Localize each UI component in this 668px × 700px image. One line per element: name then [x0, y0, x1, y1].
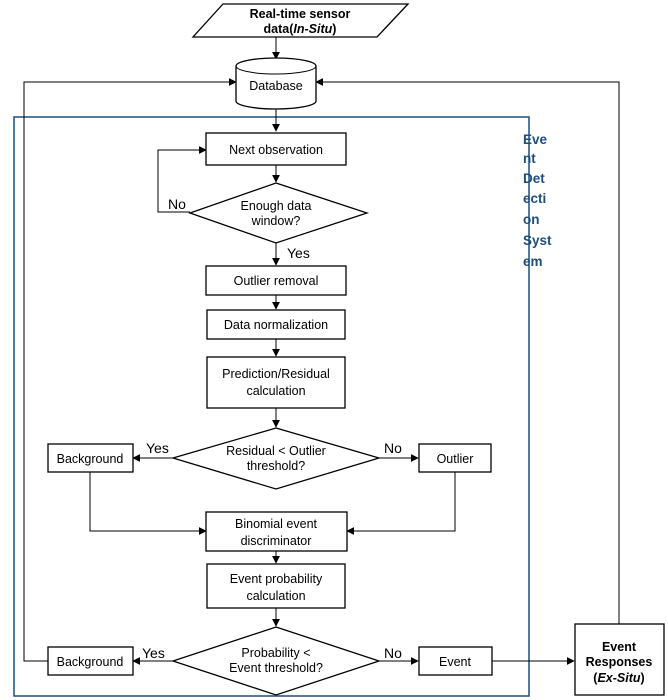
outlier-removal-label: Outlier removal — [234, 274, 319, 288]
node-event-responses: Event Responses (Ex-Situ) — [574, 623, 665, 696]
outlier-label: Outlier — [437, 452, 474, 466]
edge-labels: No Yes Yes No Yes No — [142, 196, 402, 661]
edge-label-yes-background-2: Yes — [142, 645, 165, 661]
arrow-event-responses-to-database — [315, 78, 620, 624]
event-detection-system-title: Eve nt Det ecti on Syst em — [523, 132, 552, 269]
normalization-label: Data normalization — [224, 318, 328, 332]
enough-data-line1: Enough data — [241, 199, 312, 213]
node-sensor-data: Real-time sensor data(In-Situ) — [191, 3, 410, 38]
system-title-line: Eve — [523, 132, 548, 147]
event-responses-line1: Event — [602, 640, 637, 654]
system-title-line: Det — [523, 171, 545, 186]
node-probability-decision: Probability < Event threshold? — [170, 626, 382, 696]
node-database: Database — [235, 57, 317, 110]
connectors — [23, 37, 620, 665]
next-observation-label: Next observation — [229, 143, 323, 157]
node-outlier: Outlier — [418, 443, 492, 473]
node-background-2: Background — [47, 646, 134, 676]
node-background-1: Background — [47, 443, 134, 473]
event-probability-line2: calculation — [246, 589, 305, 603]
probability-line2: Event threshold? — [229, 661, 323, 675]
edge-label-no-event: No — [384, 645, 402, 661]
node-outlier-removal: Outlier removal — [205, 265, 347, 296]
event-detection-system-boundary — [13, 116, 530, 697]
arrow-background-1-to-binomial — [89, 472, 207, 535]
node-data-normalization: Data normalization — [206, 309, 346, 340]
event-responses-line3: (Ex-Situ) — [593, 671, 644, 685]
edge-label-no-outlier: No — [384, 440, 402, 456]
system-title-line: ecti — [523, 191, 546, 206]
residual-line1: Residual < Outlier — [226, 444, 326, 458]
system-title-line: Syst — [523, 233, 552, 248]
probability-line1: Probability < — [241, 646, 310, 660]
node-event-probability: Event probability calculation — [206, 563, 346, 609]
system-title-line: on — [523, 212, 540, 227]
edge-label-yes-continue: Yes — [287, 245, 310, 261]
node-residual-decision: Residual < Outlier threshold? — [170, 427, 382, 490]
node-event: Event — [418, 646, 493, 676]
edge-label-yes-background-1: Yes — [146, 440, 169, 456]
system-title-line: em — [523, 254, 543, 269]
database-label: Database — [249, 79, 303, 93]
residual-line2: threshold? — [247, 459, 305, 473]
node-prediction-residual: Prediction/Residual calculation — [206, 356, 346, 409]
arrow-outlier-to-binomial — [346, 472, 456, 535]
background-2-label: Background — [57, 655, 124, 669]
sensor-label-line1: Real-time sensor — [250, 7, 351, 21]
node-binomial-discriminator: Binomial event discriminator — [205, 511, 348, 552]
event-probability-line1: Event probability — [230, 572, 323, 586]
node-next-observation: Next observation — [205, 132, 347, 166]
binomial-line2: discriminator — [241, 534, 312, 548]
prediction-line2: calculation — [246, 384, 305, 398]
binomial-line1: Binomial event — [235, 517, 318, 531]
arrow-no-loop — [157, 146, 207, 213]
enough-data-line2: window? — [251, 214, 301, 228]
event-responses-line2: Responses — [586, 655, 653, 669]
sensor-label-line2: data(In-Situ) — [264, 22, 337, 36]
background-1-label: Background — [57, 452, 124, 466]
node-enough-data-decision: Enough data window? — [188, 182, 370, 244]
edge-label-no-loop: No — [168, 196, 186, 212]
prediction-line1: Prediction/Residual — [222, 367, 330, 381]
event-label: Event — [439, 655, 471, 669]
arrow-background-2-to-database — [23, 78, 237, 662]
system-title-line: nt — [523, 151, 536, 166]
